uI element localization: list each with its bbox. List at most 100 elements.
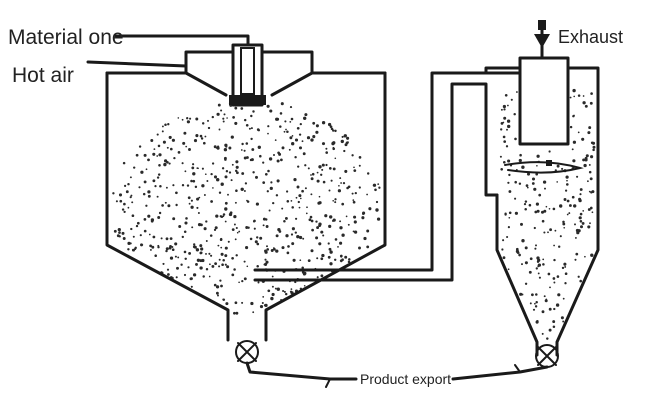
- particle: [127, 206, 130, 209]
- particle: [306, 206, 308, 209]
- particle: [291, 206, 294, 209]
- particle: [532, 308, 536, 311]
- particle: [212, 187, 214, 189]
- particle: [252, 171, 255, 174]
- particle: [559, 235, 562, 238]
- particle: [217, 294, 219, 297]
- particle: [165, 237, 169, 241]
- particle: [252, 220, 256, 223]
- particle: [290, 200, 293, 202]
- particle: [166, 146, 169, 149]
- particle: [223, 148, 228, 152]
- particle: [118, 193, 123, 197]
- particle: [536, 256, 540, 260]
- particle: [310, 219, 314, 223]
- particle: [508, 173, 511, 177]
- particle: [127, 248, 130, 251]
- particle: [210, 172, 213, 176]
- particle: [264, 303, 268, 308]
- particle: [213, 175, 218, 179]
- particle: [185, 145, 188, 148]
- particle: [195, 134, 199, 138]
- particle: [233, 268, 236, 271]
- particle: [143, 218, 147, 221]
- particle: [332, 129, 335, 132]
- particle: [549, 286, 551, 289]
- particle: [340, 182, 342, 184]
- particle: [286, 251, 290, 255]
- particle: [345, 141, 349, 145]
- particle: [243, 149, 246, 152]
- particle: [245, 123, 249, 127]
- particle: [215, 214, 219, 218]
- particle: [257, 145, 261, 149]
- particle: [196, 197, 200, 201]
- particle: [345, 215, 348, 218]
- particle: [541, 332, 544, 335]
- particle: [572, 159, 576, 163]
- particle: [215, 285, 220, 289]
- particle: [297, 200, 300, 204]
- particle: [234, 106, 238, 110]
- particle: [315, 236, 319, 240]
- particle: [298, 133, 302, 136]
- particle: [590, 155, 594, 159]
- particle: [569, 125, 573, 129]
- particle: [321, 253, 325, 258]
- particle: [328, 224, 332, 228]
- particle: [199, 244, 203, 248]
- particle: [283, 220, 286, 223]
- particle: [165, 247, 169, 251]
- particle: [291, 227, 295, 231]
- particle: [310, 138, 314, 142]
- particle: [238, 281, 240, 284]
- particle: [341, 202, 345, 206]
- particle: [283, 130, 286, 133]
- particle: [127, 241, 131, 245]
- particle: [534, 305, 538, 308]
- particle: [320, 257, 324, 261]
- particle: [347, 185, 351, 189]
- particle: [531, 182, 535, 185]
- particle: [205, 220, 208, 223]
- particle: [166, 268, 170, 271]
- particle: [205, 240, 208, 242]
- particle: [197, 167, 199, 170]
- particle: [171, 248, 175, 251]
- particle: [184, 257, 187, 261]
- particle: [334, 129, 337, 133]
- particle: [535, 172, 538, 176]
- particle: [181, 235, 184, 239]
- particle: [180, 263, 183, 266]
- particle: [162, 140, 166, 144]
- particle: [353, 220, 357, 224]
- particle: [543, 295, 546, 298]
- particle: [269, 186, 273, 191]
- particle: [272, 201, 275, 205]
- particle: [316, 276, 319, 279]
- particle: [220, 182, 224, 186]
- particle: [266, 245, 268, 248]
- particle: [130, 227, 133, 231]
- particle: [227, 240, 230, 243]
- particle: [147, 190, 151, 194]
- particle: [325, 147, 328, 150]
- particle: [154, 185, 157, 188]
- particle: [553, 258, 556, 262]
- hot-air-label: Hot air: [12, 64, 74, 87]
- particle: [270, 249, 274, 252]
- particle: [153, 148, 156, 151]
- particle: [536, 209, 540, 213]
- particle: [157, 216, 161, 219]
- particle: [168, 162, 171, 165]
- particle: [175, 203, 178, 207]
- particle: [181, 183, 185, 187]
- particle: [564, 265, 567, 268]
- particle: [316, 179, 320, 183]
- particle: [536, 154, 540, 158]
- particle: [226, 265, 230, 269]
- particle: [332, 146, 335, 149]
- particle: [229, 211, 233, 215]
- particle: [285, 234, 289, 238]
- particle: [292, 258, 296, 262]
